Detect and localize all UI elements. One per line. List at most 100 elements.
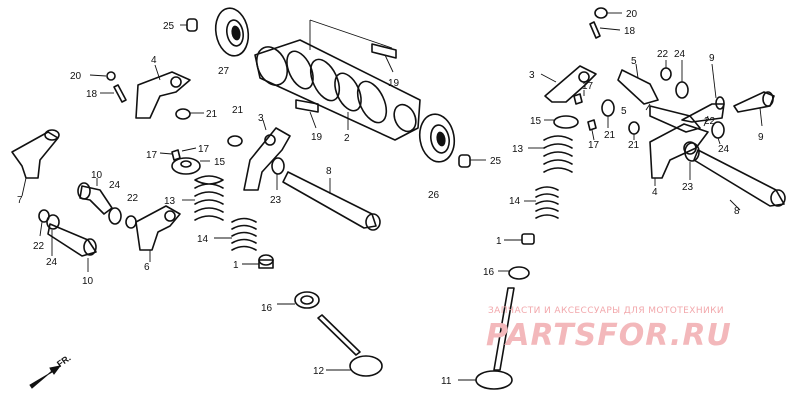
callout-3: 3: [258, 113, 264, 124]
valve-seal-right: [498, 266, 530, 280]
leader-camshaft-pin: [309, 19, 393, 50]
bearing-27: [214, 7, 250, 57]
rocker-shaft-5-upper: [617, 63, 659, 105]
callout-16: 16: [483, 267, 495, 278]
rocker-shaft-10-lower: [47, 223, 97, 272]
pushrod-right: [693, 149, 786, 211]
callout-25: 25: [163, 21, 175, 32]
rocker-arm-4-right: [649, 123, 709, 186]
callout-20: 20: [70, 71, 82, 82]
callout-3: 3: [529, 70, 535, 81]
camshaft: [254, 39, 421, 141]
intake-valve-12: [317, 314, 383, 377]
callout-21: 21: [604, 130, 616, 141]
callout-17: 17: [146, 150, 158, 161]
callout-21: 21: [232, 105, 244, 116]
callout-labels: 25 27 4 20 18 21 19 19 2 21 3 17 17 15 8…: [17, 9, 764, 387]
callout-18: 18: [624, 26, 636, 37]
valve-seal-left: [277, 291, 320, 309]
dowel-pin-right: [458, 154, 486, 168]
callout-9: 9: [709, 53, 715, 64]
exhaust-valve-11: [458, 287, 515, 390]
callout-20: 20: [626, 9, 638, 20]
rocker-shaft-5-lower: [645, 103, 701, 133]
callout-1: 1: [233, 260, 239, 271]
bolt-19-upper: [371, 43, 397, 73]
callout-13: 13: [164, 196, 176, 207]
callout-24: 24: [109, 180, 121, 191]
callout-14: 14: [509, 196, 521, 207]
callout-19: 19: [311, 132, 323, 143]
bolt-19-lower: [295, 99, 319, 129]
callout-17: 17: [588, 140, 600, 151]
callout-24: 24: [718, 144, 730, 155]
washer-22-left: [125, 215, 137, 229]
washers-22-24-right-upper: [660, 60, 689, 99]
callout-16: 16: [261, 303, 273, 314]
washer-21-upper-left: [175, 108, 204, 120]
callout-27: 27: [218, 66, 230, 77]
valve-spring-outer-right: [528, 135, 573, 173]
washer-21-left-mid: [227, 135, 243, 147]
watermark-logo: PARTSFOR.RU: [486, 318, 732, 353]
callout-22: 22: [33, 241, 45, 252]
rocker-shaft-10-upper: [77, 178, 113, 215]
bolt-9-upper-right: [681, 63, 725, 123]
callout-25: 25: [490, 156, 502, 167]
keeper-17-right-lower: [587, 119, 597, 141]
callout-22: 22: [657, 49, 669, 60]
callout-26: 26: [428, 190, 440, 201]
rocker-arm-3-right: [540, 65, 597, 103]
callout-23: 23: [682, 182, 694, 193]
callout-17: 17: [582, 81, 594, 92]
callout-19: 19: [388, 78, 400, 89]
callout-18: 18: [86, 89, 98, 100]
callout-22: 22: [127, 193, 139, 204]
adjust-screw-left: [106, 71, 127, 103]
callout-10: 10: [82, 276, 94, 287]
callout-11: 11: [441, 376, 452, 387]
callout-22: 22: [704, 116, 716, 127]
rocker-arm-6: [135, 205, 181, 262]
valve-spring-inner-right: [524, 186, 559, 219]
callout-23: 23: [270, 195, 282, 206]
callout-17: 17: [198, 144, 210, 155]
callout-1: 1: [496, 236, 502, 247]
callout-10: 10: [91, 170, 103, 181]
bearing-26: [418, 113, 456, 163]
washers-21-24-right-lower: [628, 121, 725, 145]
front-direction-arrow-icon: [29, 365, 62, 389]
retainer-15-right: [544, 115, 579, 129]
rocker-shaft-7: [11, 129, 60, 197]
bolt-9-lower-right: [733, 91, 775, 127]
callout-21: 21: [206, 109, 218, 120]
keeper-17-right-upper: [573, 90, 585, 105]
adjust-screw-18-right: [589, 21, 621, 39]
callout-8: 8: [734, 206, 740, 217]
callout-2: 2: [344, 133, 350, 144]
valve-spring-outer-left: [182, 175, 224, 221]
rocker-arm-3-left: [243, 119, 291, 191]
watermark-tagline: ЗАПЧАСТИ И АКСЕССУАРЫ ДЛЯ МОТОТЕХНИКИ: [488, 306, 725, 316]
callout-4: 4: [151, 55, 157, 66]
leader-20-left: [89, 74, 107, 77]
callout-24: 24: [674, 49, 686, 60]
callout-14: 14: [197, 234, 209, 245]
washers-22-24-lower-left: [38, 209, 60, 256]
pushrod-left: [282, 171, 381, 231]
callout-12: 12: [313, 366, 325, 377]
callout-4: 4: [652, 187, 658, 198]
callout-7: 7: [17, 195, 23, 206]
callout-13: 13: [512, 144, 524, 155]
callout-8: 8: [326, 166, 332, 177]
cap-nut-20-right: [594, 7, 622, 19]
callout-15: 15: [530, 116, 542, 127]
callout-5: 5: [631, 56, 637, 67]
rocker-arm-left: [135, 64, 191, 119]
callout-21: 21: [628, 140, 640, 151]
callout-6: 6: [144, 262, 150, 273]
rocker-washer-22-right-lower: [703, 115, 709, 127]
callout-9: 9: [758, 132, 764, 143]
washer-24-left: [108, 207, 122, 225]
